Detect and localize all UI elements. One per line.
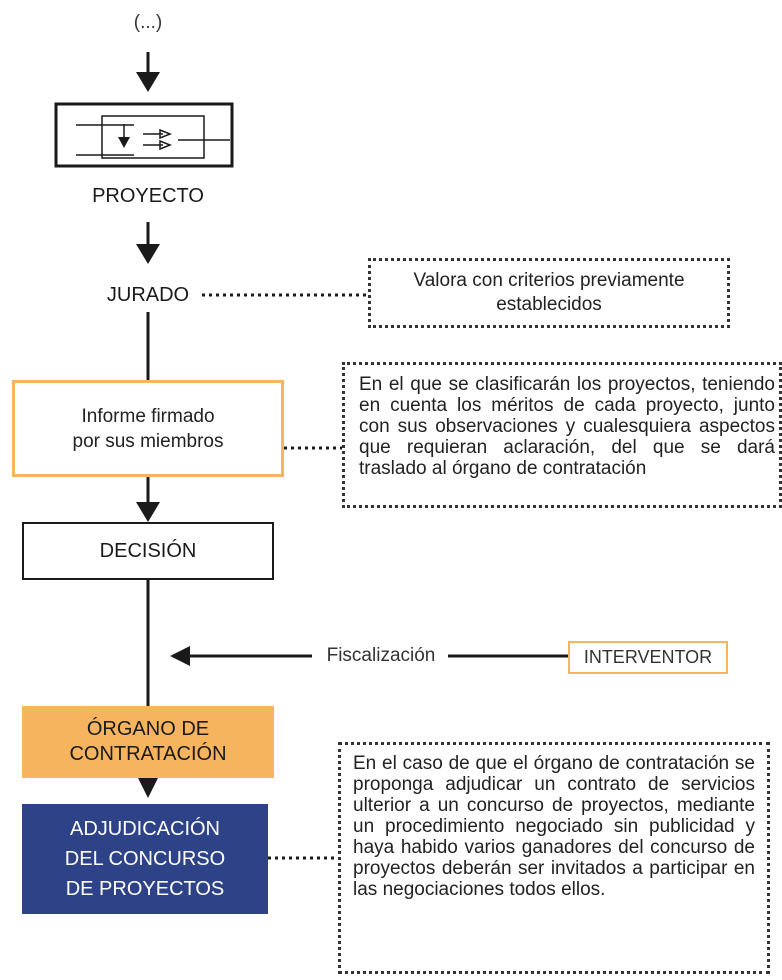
adjudicacion-line-3: DE PROYECTOS: [65, 878, 225, 900]
proyecto-label: PROYECTO: [92, 185, 204, 207]
fiscalizacion-label: Fiscalización: [326, 645, 436, 666]
informe-line-2: por sus miembros: [72, 430, 224, 452]
adjudicacion-line-2: DEL CONCURSO: [64, 848, 226, 870]
adjudicacion-note-text: En el caso de que el órgano de contratac…: [353, 753, 755, 900]
jurado-note-line-2: establecidos: [496, 294, 602, 315]
interventor-label: INTERVENTOR: [583, 647, 713, 667]
informe-classification-note: En el que se clasificarán los proyectos,…: [342, 362, 782, 508]
decision-box: DECISIÓN: [22, 522, 274, 580]
arrow-to-jurado: [136, 244, 160, 264]
jurado-note-line-1: Valora con criterios previamente: [413, 270, 685, 291]
jurado-label: JURADO: [106, 284, 190, 306]
interventor-box: INTERVENTOR: [568, 641, 728, 674]
organo-contratacion-box: ÓRGANO DE CONTRATACIÓN: [22, 706, 274, 778]
adjudicacion-line-1: ADJUDICACIÓN: [69, 818, 220, 840]
arrow-to-project-icon: [136, 72, 160, 92]
adjudicacion-box: ADJUDICACIÓN DEL CONCURSO DE PROYECTOS: [22, 804, 268, 914]
informe-line-1: Informe firmado: [81, 405, 215, 427]
arrow-to-decision: [136, 502, 160, 522]
adjudicacion-negotiation-note: En el caso de que el órgano de contratac…: [338, 742, 770, 974]
blueprint-arrows-icon: [54, 102, 234, 168]
organo-line-1: ÓRGANO DE: [86, 718, 210, 740]
decision-label: DECISIÓN: [99, 539, 197, 562]
jurado-criteria-note: Valora con criterios previamente estable…: [368, 258, 730, 328]
arrow-to-adjudicacion: [138, 778, 158, 798]
arrow-fiscalizacion: [170, 646, 190, 666]
informe-box: Informe firmado por sus miembros: [12, 380, 284, 477]
top-ellipsis: (...): [133, 12, 163, 33]
informe-note-text: En el que se clasificarán los proyectos,…: [359, 374, 775, 479]
organo-line-2: CONTRATACIÓN: [69, 743, 227, 765]
